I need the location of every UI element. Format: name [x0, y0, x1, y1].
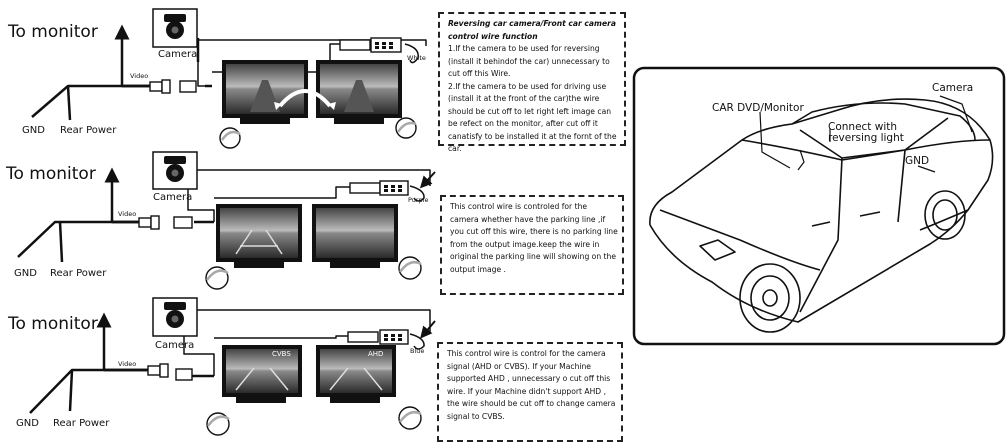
panel-3-wire-color: Blue — [410, 347, 424, 355]
panel-2-camera-image — [153, 152, 197, 189]
car-monitor-label: CAR DVD/Monitor — [712, 103, 804, 114]
panel-2-camera-label: Camera — [153, 192, 192, 203]
panel-1-note-title: Reversing car camera/Front car camera co… — [448, 18, 620, 43]
panel-1-video-label: Video — [130, 72, 148, 80]
panel-1-monitor-label: To monitor — [8, 22, 98, 42]
panel-3-note-line-1: This control wire is control for the cam… — [447, 348, 617, 423]
car-reverse-label-2: reversing light — [828, 133, 904, 144]
car-gnd-label: GND — [905, 156, 929, 167]
panel-3-note-box: This control wire is control for the cam… — [437, 342, 623, 442]
panel-2-note-line-1: This control wire is controled for the c… — [450, 201, 618, 276]
panel-3-camera-image — [153, 298, 197, 336]
panel-3-gnd-label: GND — [16, 418, 39, 429]
panel-2-monitor-right — [312, 204, 398, 268]
panel-3-cvbs-screen-label: CVBS — [272, 350, 291, 358]
car-frame — [634, 68, 1004, 344]
panel-2-wire-color: Purple — [408, 196, 429, 204]
panel-3-scissors — [207, 407, 421, 435]
panel-2-monitor-left — [216, 204, 302, 268]
panel-1-note-line-2: 2.If the camera to be used for driving u… — [448, 81, 620, 156]
panel-1-camera-image — [153, 9, 197, 47]
panel-1-monitor-right — [316, 60, 402, 124]
panel-2-gnd-label: GND — [14, 268, 37, 279]
panel-3-camera-label: Camera — [155, 340, 194, 351]
panel-3-monitor-label: To monitor — [8, 314, 98, 334]
panel-1-wire-color: White — [407, 54, 426, 62]
panel-2-note-box: This control wire is controled for the c… — [440, 195, 624, 295]
panel-3-monitor-right — [316, 345, 396, 403]
panel-1-note-line-1: 1.If the camera to be used for reversing… — [448, 43, 620, 81]
panel-1-rear-power-label: Rear Power — [60, 125, 116, 136]
panel-2-rear-power-label: Rear Power — [50, 268, 106, 279]
panel-1-camera-label: Camera — [158, 49, 197, 60]
panel-3-video-label: Video — [118, 360, 136, 368]
panel-1-note-box: Reversing car camera/Front car camera co… — [438, 12, 626, 146]
panel-2-monitor-label: To monitor — [6, 164, 96, 184]
panel-2-video-label: Video — [118, 210, 136, 218]
car-camera-label: Camera — [932, 83, 973, 94]
panel-3-rear-power-label: Rear Power — [53, 418, 109, 429]
panel-1-gnd-label: GND — [22, 125, 45, 136]
panel-3-ahd-screen-label: AHD — [368, 350, 383, 358]
